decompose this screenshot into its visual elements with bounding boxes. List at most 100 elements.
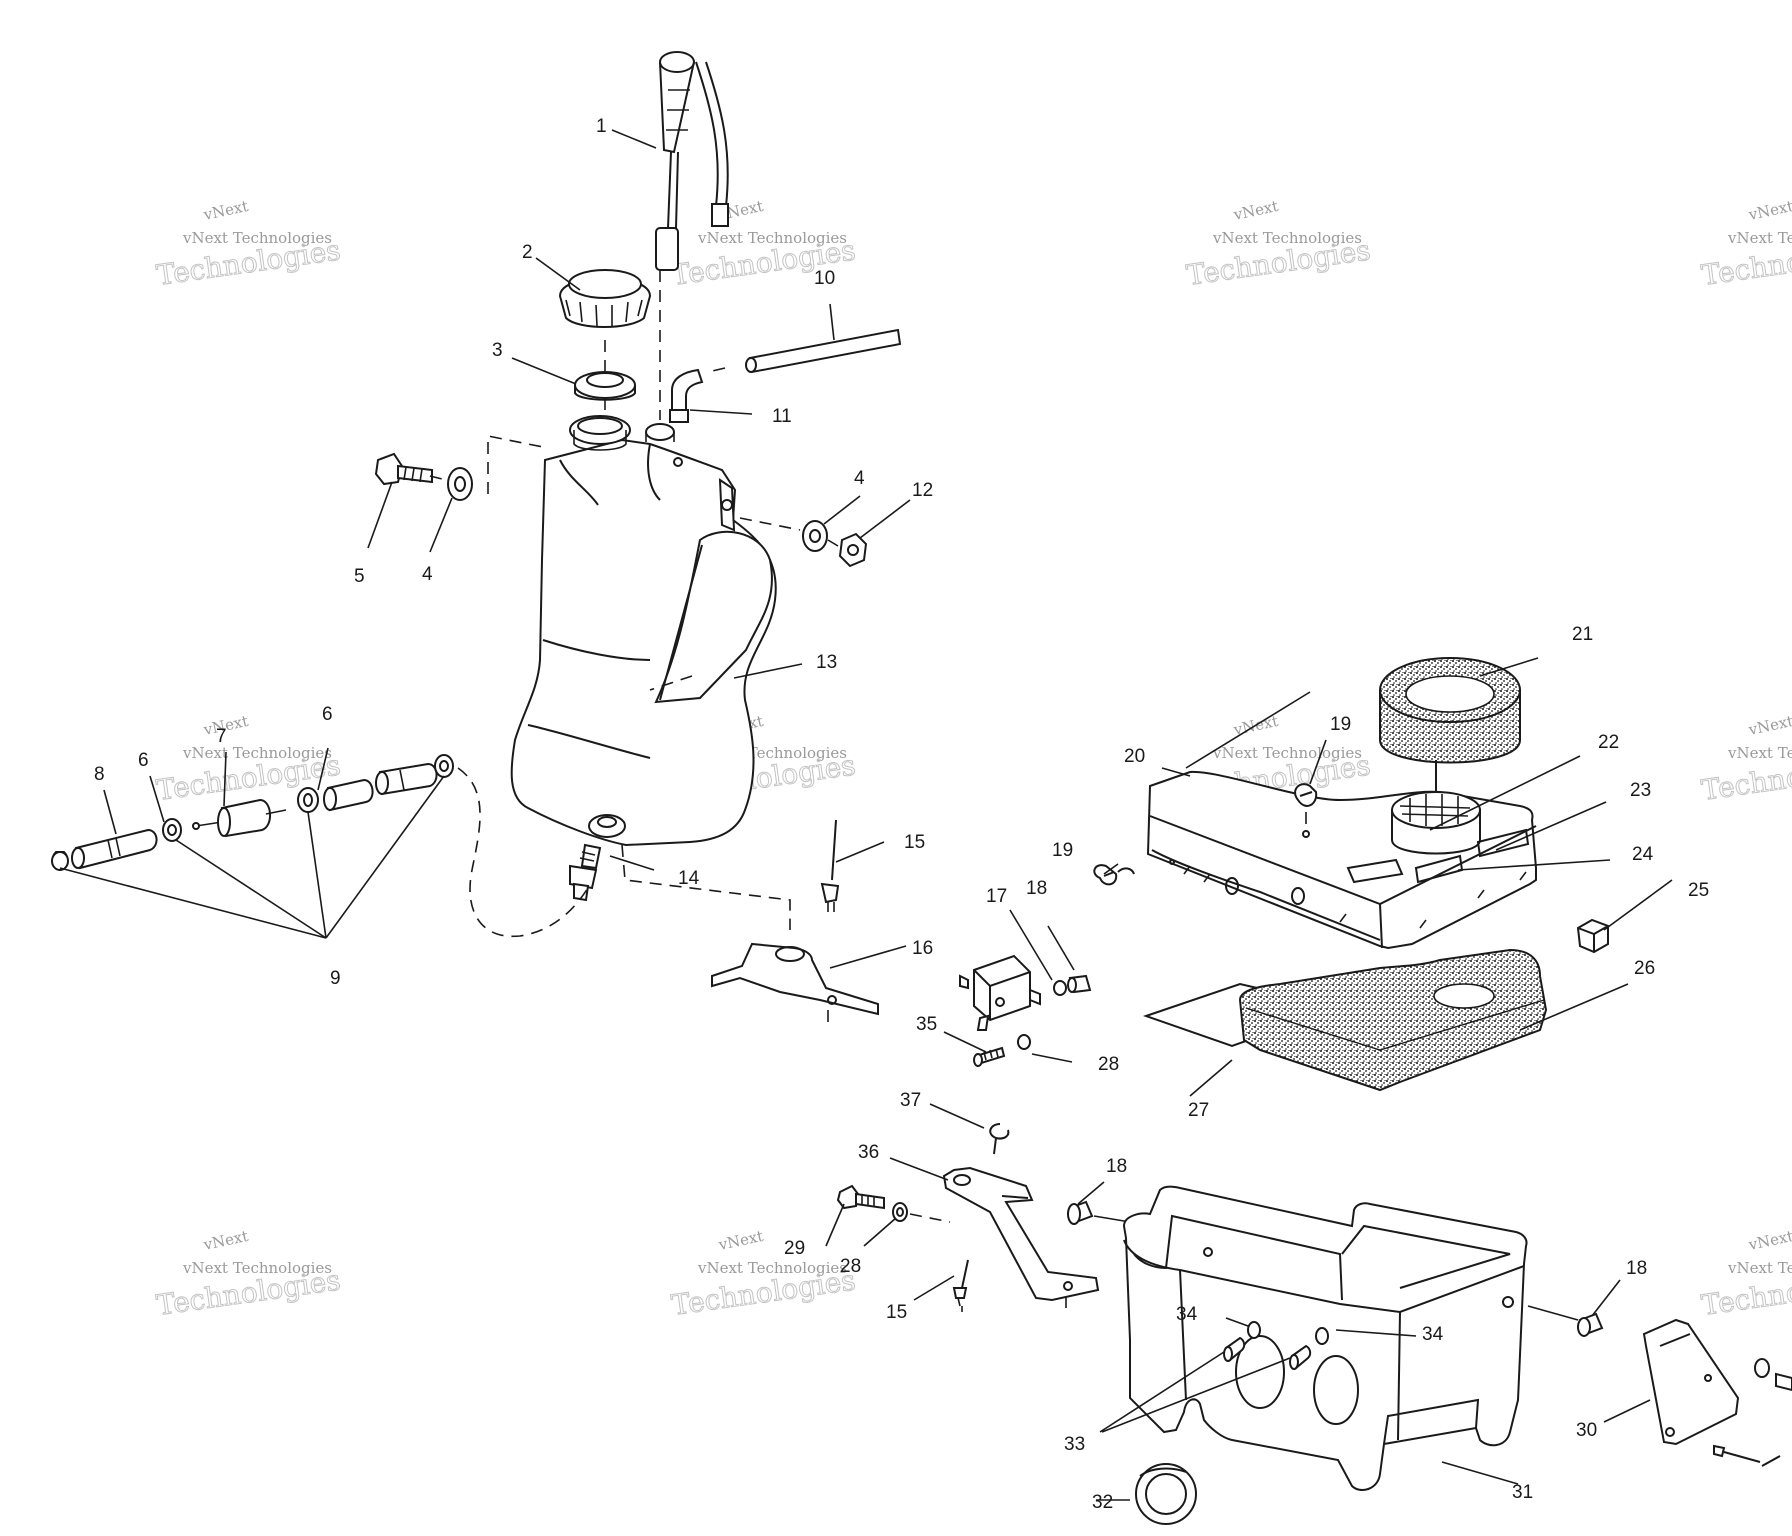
callout-4: 4 — [854, 468, 865, 489]
oil-line-parts — [51, 754, 589, 938]
bracket-bolt — [836, 1184, 885, 1210]
callout-10: 10 — [814, 268, 835, 289]
callout-25: 25 — [1688, 880, 1709, 901]
svg-text:vNext Technologies: vNext Technologies — [182, 744, 332, 762]
rivet-lower — [952, 1259, 969, 1312]
washer-right — [802, 520, 828, 552]
watermark: vNext vNext Technologies Technologies — [154, 1227, 343, 1322]
callout-16: 16 — [912, 938, 933, 959]
rivet-upper — [820, 819, 840, 912]
grommet-middle — [1067, 1200, 1094, 1225]
watermark: vNext vNext Technologies Technologies — [669, 1227, 858, 1322]
right-guide — [1527, 1305, 1579, 1321]
decal-main — [1346, 858, 1404, 884]
callout-28: 28 — [840, 1256, 861, 1277]
washer-left — [447, 467, 473, 501]
svg-text:vNext Technologies: vNext Technologies — [1727, 1259, 1792, 1277]
vent-hose — [745, 328, 902, 374]
callout-11: 11 — [772, 406, 792, 427]
callout-15: 15 — [886, 1302, 907, 1323]
callouts: 1 2 3 4 4 5 6 6 7 8 9 10 11 12 13 14 15 … — [94, 116, 1709, 1513]
callout-21: 21 — [1572, 624, 1593, 645]
callout-8: 8 — [94, 764, 105, 785]
callout-7: 7 — [216, 726, 227, 747]
svg-text:vNext Technologies: vNext Technologies — [1727, 229, 1792, 247]
grommet-right — [1577, 1312, 1604, 1337]
svg-text:vNext Technologies: vNext Technologies — [182, 229, 332, 247]
callout-19: 19 — [1330, 714, 1351, 735]
callout-31: 31 — [1512, 1482, 1533, 1503]
svg-text:vNext Technologies: vNext Technologies — [697, 1259, 847, 1277]
svg-text:vNext: vNext — [1746, 1227, 1792, 1254]
watermark: vNext vNext Technologies Technologies — [1699, 1227, 1792, 1322]
airbox-pin-right — [1289, 1344, 1312, 1370]
svg-text:vNext: vNext — [1231, 197, 1280, 224]
lid-clip-upper — [1294, 783, 1318, 838]
callout-18: 18 — [1026, 878, 1047, 899]
elbow-fitting — [669, 368, 704, 423]
tank-nut — [838, 532, 868, 568]
watermark: vNext vNext Technologies Technologies — [1184, 197, 1373, 292]
svg-text:vNext: vNext — [716, 1227, 765, 1254]
callout-4: 4 — [422, 564, 433, 585]
callout-28: 28 — [1098, 1054, 1119, 1075]
callout-23: 23 — [1630, 780, 1651, 801]
pump-bushing — [1067, 974, 1092, 994]
watermark: vNext vNext Technologies Technologies — [154, 197, 343, 292]
oil-tank — [510, 415, 777, 847]
svg-text:vNext Technologies: vNext Technologies — [1727, 744, 1792, 762]
airbox-stud-left — [1247, 1321, 1261, 1339]
callout-1: 1 — [596, 116, 607, 137]
callout-32: 32 — [1092, 1492, 1113, 1513]
callout-18: 18 — [1626, 1258, 1647, 1279]
callout-9: 9 — [330, 968, 341, 989]
callout-17: 17 — [986, 886, 1007, 907]
bracket-clip — [989, 1123, 1010, 1155]
lid-clip-lower — [1093, 864, 1135, 886]
side-bolt — [1775, 1372, 1792, 1392]
outlet-fitting — [569, 843, 602, 902]
fuel-pump — [959, 954, 1041, 1031]
decal-23 — [1476, 828, 1530, 858]
watermarks: vNext vNext Technologies Technologies vN… — [154, 197, 1792, 1322]
callout-13: 13 — [816, 652, 837, 673]
tank-bracket — [711, 942, 879, 1030]
airbox-stud-right — [1315, 1327, 1329, 1345]
intake-grid — [1391, 760, 1481, 855]
callout-14: 14 — [678, 868, 700, 889]
tank-bolt — [374, 452, 433, 486]
callout-12: 12 — [912, 480, 933, 501]
airbox-bracket — [942, 1166, 1100, 1314]
svg-text:vNext Technologies: vNext Technologies — [697, 229, 847, 247]
watermark: vNext vNext Technologies Technologies — [1699, 712, 1792, 807]
bracket-washer — [892, 1202, 908, 1222]
svg-text:vNext Technologies: vNext Technologies — [1212, 744, 1362, 762]
airbox-lid — [1146, 770, 1537, 950]
side-washer — [1754, 1358, 1770, 1378]
callout-27: 27 — [1188, 1100, 1209, 1121]
leader-lines — [59, 129, 1673, 1501]
svg-text:vNext: vNext — [201, 1227, 250, 1254]
callout-2: 2 — [522, 242, 533, 263]
pump-screw-washer — [1017, 1034, 1031, 1050]
callout-34: 34 — [1422, 1324, 1444, 1345]
callout-35: 35 — [916, 1014, 937, 1035]
callout-20: 20 — [1124, 746, 1145, 767]
callout-26: 26 — [1634, 958, 1655, 979]
watermark: vNext vNext Technologies Technologies — [1699, 197, 1792, 292]
callout-36: 36 — [858, 1142, 879, 1163]
callout-6: 6 — [138, 750, 149, 771]
callout-18: 18 — [1106, 1156, 1127, 1177]
callout-5: 5 — [354, 566, 365, 587]
grommet-guide — [1093, 1215, 1131, 1223]
callout-34: 34 — [1176, 1304, 1198, 1325]
svg-text:vNext: vNext — [1746, 197, 1792, 224]
callout-3: 3 — [492, 340, 503, 361]
callout-6: 6 — [322, 704, 333, 725]
side-rivet — [1713, 1444, 1781, 1467]
intake-boot — [1135, 1463, 1197, 1525]
svg-text:vNext Technologies: vNext Technologies — [1212, 229, 1362, 247]
dipstick-sensor — [655, 51, 729, 271]
callout-15: 15 — [904, 832, 925, 853]
svg-text:vNext: vNext — [1746, 712, 1792, 739]
